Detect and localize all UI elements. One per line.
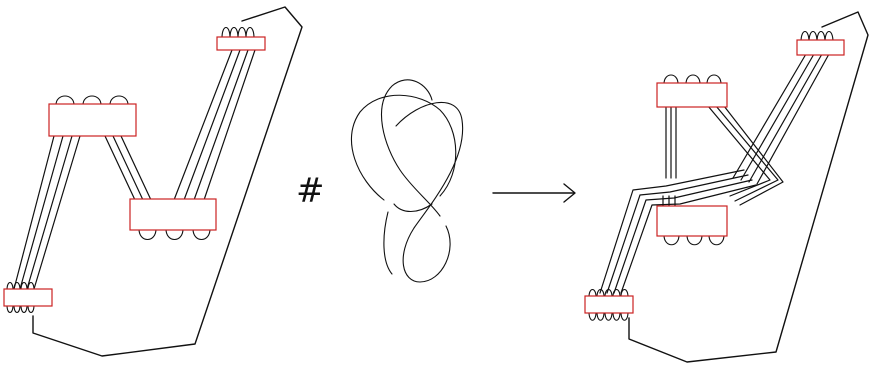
right-strands-diagonal-a: [707, 105, 784, 206]
right-box-middle: [656, 205, 728, 246]
left-strands-a: [13, 135, 81, 290]
right-box-bottom-left: [584, 288, 634, 321]
trefoil-knot: [350, 79, 464, 283]
connected-sum-symbol: #: [296, 171, 325, 211]
left-outer-boundary: [32, 6, 303, 357]
left-box-middle: [129, 198, 217, 241]
left-box-bottom-left: [3, 281, 53, 314]
right-box-top-right: [796, 30, 845, 56]
left-box-top-left: [48, 95, 137, 137]
right-box-top: [656, 74, 728, 108]
left-strands-c: [173, 49, 256, 201]
left-diagram: [3, 6, 303, 357]
left-box-top-right: [216, 26, 266, 51]
right-strands-bottom: [599, 169, 757, 294]
right-strands-vertical: [665, 105, 677, 179]
left-strands-b: [104, 135, 152, 201]
right-strands-diagonal-b: [732, 53, 830, 185]
right-outer-boundary: [628, 11, 869, 363]
right-diagram: [584, 11, 869, 363]
right-arrow: [492, 183, 576, 203]
